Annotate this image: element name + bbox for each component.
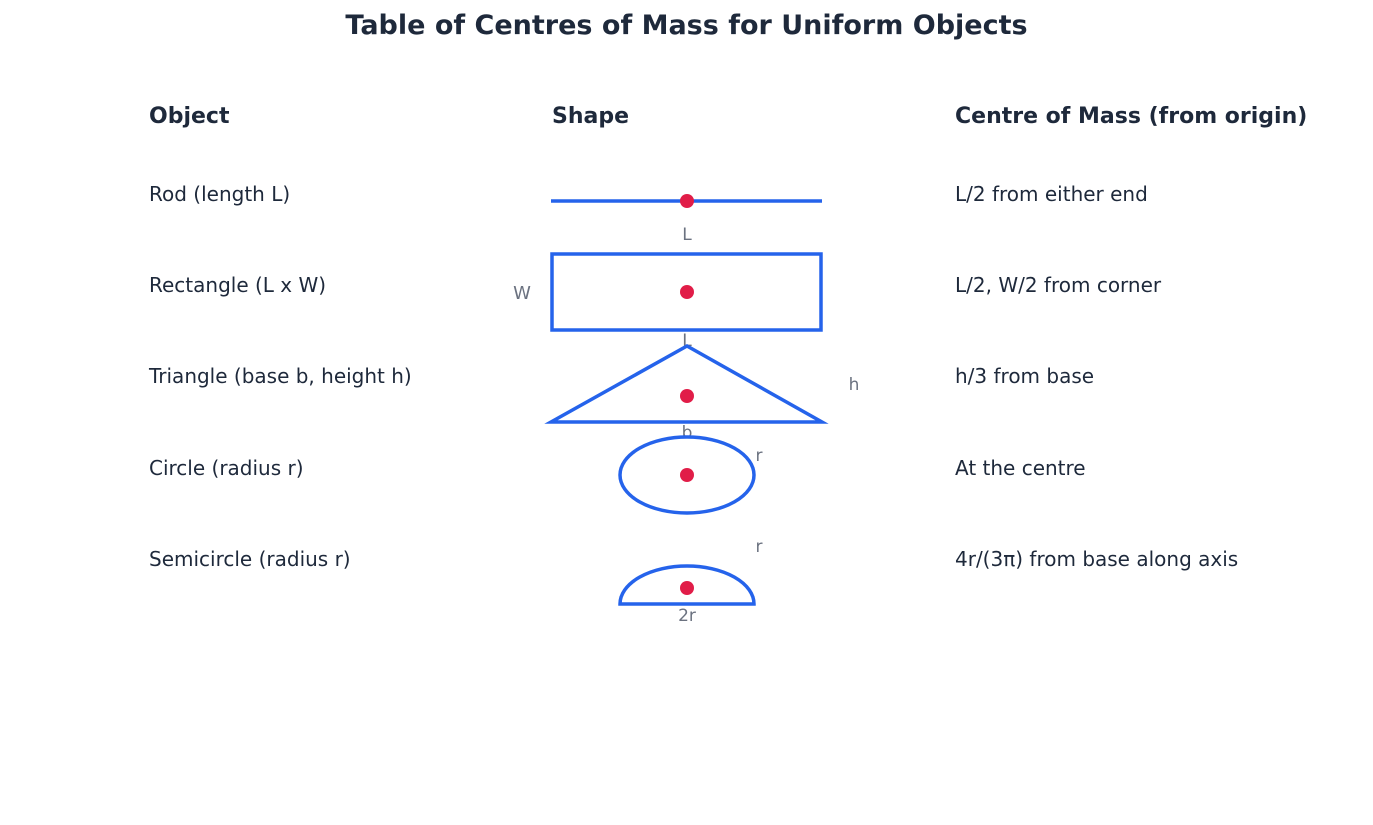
row-semicircle-centre: 4r/(3π) from base along axis	[955, 547, 1239, 571]
rod-length-label: L	[682, 225, 692, 245]
page-title: Table of Centres of Mass for Uniform Obj…	[345, 10, 1028, 41]
semicircle-outline	[618, 564, 756, 606]
circle-outline	[618, 435, 756, 515]
semicircle-radius-label: r	[756, 537, 763, 557]
triangle-outline	[544, 343, 829, 424]
row-rod-centre: L/2 from either end	[955, 182, 1148, 206]
row-circle-object: Circle (radius r)	[149, 456, 304, 480]
rectangle-width-label: W	[513, 283, 531, 304]
circle-centre-of-mass-dot	[680, 468, 694, 482]
row-triangle-centre: h/3 from base	[955, 364, 1095, 388]
header-shape: Shape	[552, 104, 630, 129]
row-circle-centre: At the centre	[955, 456, 1086, 480]
triangle-centre-of-mass-dot	[680, 389, 694, 403]
semicircle-centre-of-mass-dot	[680, 581, 694, 595]
rectangle-outline	[550, 252, 823, 332]
row-semicircle-object: Semicircle (radius r)	[149, 547, 351, 571]
triangle-height-label: h	[849, 375, 860, 395]
rectangle-shape: W L	[513, 252, 823, 351]
row-rod-object: Rod (length L)	[149, 182, 291, 206]
rectangle-centre-of-mass-dot	[680, 285, 694, 299]
semicircle-shape: r 2r	[618, 537, 763, 626]
rectangle-length-label: L	[682, 331, 692, 351]
row-rectangle-centre: L/2, W/2 from corner	[955, 273, 1162, 297]
triangle-base-label: b	[682, 423, 693, 443]
row-triangle-object: Triangle (base b, height h)	[149, 364, 412, 388]
circle-radius-label: r	[756, 446, 763, 466]
rod-shape: L	[551, 194, 822, 245]
triangle-shape: h b	[544, 343, 860, 443]
header-centre-of-mass: Centre of Mass (from origin)	[955, 104, 1308, 129]
header-object: Object	[149, 104, 230, 129]
row-rectangle-object: Rectangle (L x W)	[149, 273, 327, 297]
circle-shape: r	[618, 435, 763, 515]
semicircle-diameter-label: 2r	[678, 606, 696, 626]
rod-centre-of-mass-dot	[680, 194, 694, 208]
